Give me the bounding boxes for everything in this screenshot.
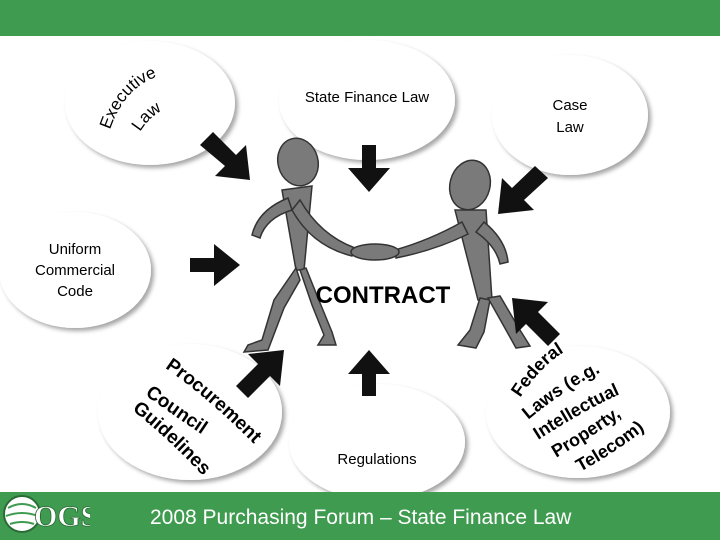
regulations-label: Regulations <box>337 451 416 468</box>
arrow-from-ucc <box>190 244 240 286</box>
ucc-line2: Commercial <box>35 262 115 279</box>
state-finance-law-label: State Finance Law <box>305 89 429 106</box>
contract-label: CONTRACT <box>316 282 451 309</box>
ucc-line1: Uniform <box>49 241 102 258</box>
right-figure-leg-right <box>486 295 532 349</box>
state-finance-law-node: State Finance Law <box>279 40 455 160</box>
arrow-from-case-law <box>498 166 548 214</box>
arrow-from-regulations <box>348 350 390 396</box>
arrow-from-procurement <box>236 350 284 398</box>
left-figure-leg-left <box>242 266 301 353</box>
header-bar <box>0 0 720 36</box>
handshake-figures-illustration <box>242 137 532 353</box>
arrow-from-state-finance-law <box>348 145 390 192</box>
left-figure-leg-right <box>299 267 338 346</box>
case-law-node: Case Law <box>492 55 648 175</box>
right-figure-arm-right <box>474 220 509 265</box>
right-figure-arm-left <box>394 220 470 259</box>
case-law-line2: Law <box>556 119 584 136</box>
right-figure-head <box>448 159 492 211</box>
ogs-logo: OGS <box>3 495 90 533</box>
regulations-node: Regulations <box>289 384 465 492</box>
procurement-council-guidelines-node: Procurement Council Guidelines <box>98 344 282 480</box>
uniform-commercial-code-node: Uniform Commercial Code <box>0 212 151 328</box>
ucc-line3: Code <box>57 283 93 300</box>
left-figure-arm-left <box>251 197 293 239</box>
footer-bar <box>0 492 720 540</box>
case-law-line1: Case <box>552 97 587 114</box>
arrow-from-federal-laws <box>512 298 560 346</box>
left-figure-head <box>276 137 320 187</box>
right-figure-leg-left <box>456 297 491 349</box>
arrow-from-executive-law <box>200 132 250 180</box>
federal-laws-node: Federal Laws (e.g. Intellectual Property… <box>486 339 670 478</box>
contract-diagram: Executive Law State Finance Law Case Law… <box>0 40 670 492</box>
arrows <box>190 132 560 398</box>
clasped-hands <box>350 243 400 261</box>
executive-law-node: Executive Law <box>65 41 235 165</box>
logo-text: OGS <box>34 500 90 533</box>
footer-title: 2008 Purchasing Forum – State Finance La… <box>150 506 572 529</box>
left-figure-arm-right <box>291 198 356 257</box>
